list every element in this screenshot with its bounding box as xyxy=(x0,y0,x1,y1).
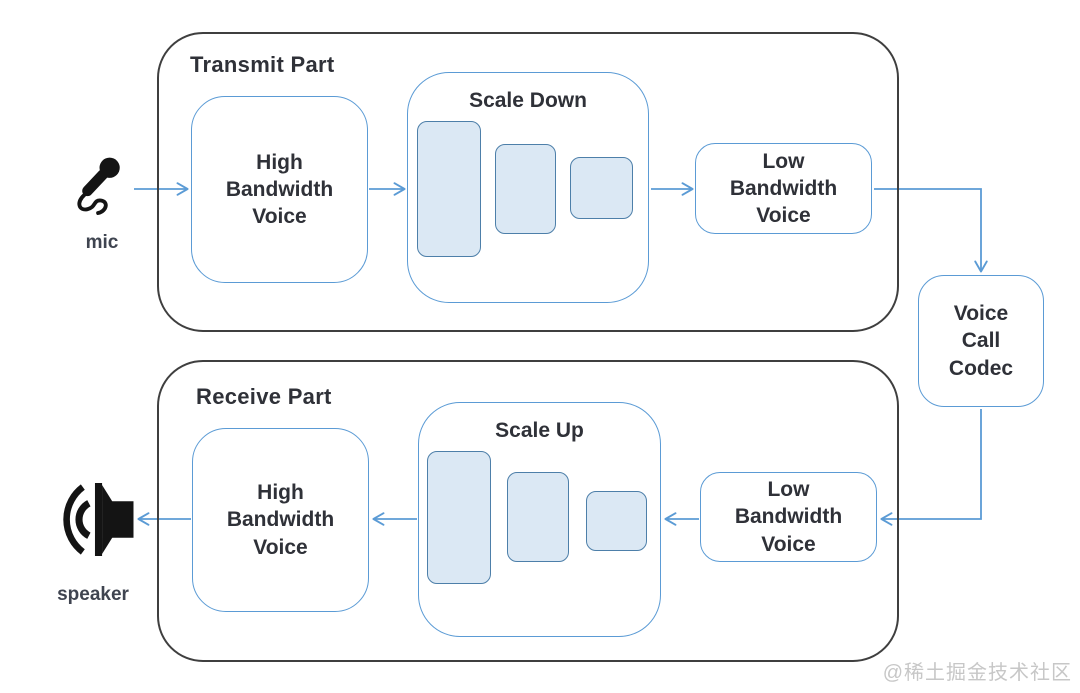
speaker-icon xyxy=(58,483,136,556)
low-bandwidth-voice-box-transmit: Low Bandwidth Voice xyxy=(695,143,872,234)
scale-up-box: Scale Up xyxy=(418,402,661,637)
scale-up-label: Scale Up xyxy=(495,419,584,442)
low-bandwidth-voice-label-receive: Low Bandwidth Voice xyxy=(734,478,843,556)
scale-bar-small xyxy=(570,157,633,219)
high-bandwidth-voice-label-receive: High Bandwidth Voice xyxy=(226,481,335,559)
mic-label: mic xyxy=(85,232,119,253)
scale-down-label: Scale Down xyxy=(469,89,587,112)
receive-part-label: Receive Part xyxy=(196,384,332,409)
voice-call-codec-label: Voice Call Codec xyxy=(948,302,1014,380)
scale-down-box: Scale Down xyxy=(407,72,649,303)
transmit-part-label: Transmit Part xyxy=(190,52,335,77)
watermark: @稀土掘金技术社区 xyxy=(882,662,1072,684)
transmit-part-group: Transmit Part High Bandwidth Voice Scale… xyxy=(157,32,899,332)
low-bandwidth-voice-box-receive: Low Bandwidth Voice xyxy=(700,472,877,562)
low-bandwidth-voice-label-transmit: Low Bandwidth Voice xyxy=(729,149,838,228)
scale-bar-medium xyxy=(495,144,556,234)
mic-icon xyxy=(74,156,126,220)
high-bandwidth-voice-box-receive: High Bandwidth Voice xyxy=(192,428,369,612)
scale-bar-large xyxy=(417,121,481,257)
scale-bar-small xyxy=(586,491,647,551)
high-bandwidth-voice-label-transmit: High Bandwidth Voice xyxy=(225,150,334,229)
speaker-label: speaker xyxy=(57,584,129,605)
receive-part-group: Receive Part High Bandwidth Voice Scale … xyxy=(157,360,899,662)
scale-bar-large xyxy=(427,451,491,584)
voice-call-codec-box: Voice Call Codec xyxy=(918,275,1044,407)
scale-bar-medium xyxy=(507,472,569,562)
high-bandwidth-voice-box-transmit: High Bandwidth Voice xyxy=(191,96,368,283)
